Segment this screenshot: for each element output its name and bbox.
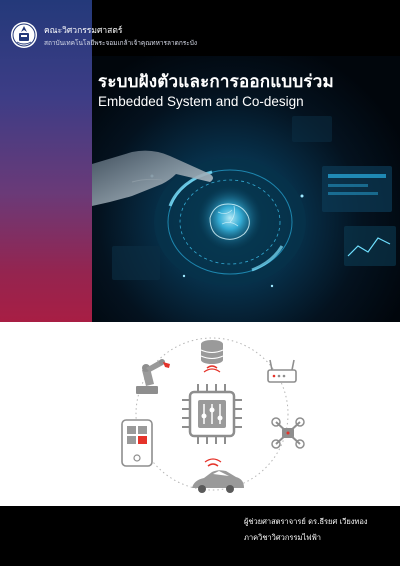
database-icon [200, 340, 224, 373]
hero-image [92, 56, 400, 322]
router-icon [267, 359, 297, 383]
institute-name: สถาบันเทคโนโลยีพระจอมเกล้าเจ้าคุณทหารลาด… [44, 39, 198, 47]
title-english: Embedded System and Co-design [98, 94, 304, 109]
chip-icon [182, 384, 242, 444]
gradient-stripe [0, 0, 92, 322]
diagram-section [0, 322, 400, 506]
drone-icon [271, 417, 305, 449]
car-icon [192, 458, 244, 493]
robot-arm-icon [136, 359, 170, 394]
smartphone-icon [121, 419, 153, 467]
university-seal-icon [11, 22, 37, 48]
author-department: ภาควิชาวิศวกรรมไฟฟ้า [244, 533, 322, 542]
hero-artwork [92, 116, 396, 288]
author-name: ผู้ช่วยศาสตราจารย์ ดร.ธีรยศ เวียงทอง [244, 517, 368, 526]
embedded-system-diagram [121, 337, 305, 493]
faculty-name: คณะวิศวกรรมศาสตร์ [44, 26, 123, 36]
title-thai: ระบบฝังตัวและการออกแบบร่วม [98, 72, 334, 92]
cover-header: คณะวิศวกรรมศาสตร์ สถาบันเทคโนโลยีพระจอมเ… [0, 0, 400, 56]
